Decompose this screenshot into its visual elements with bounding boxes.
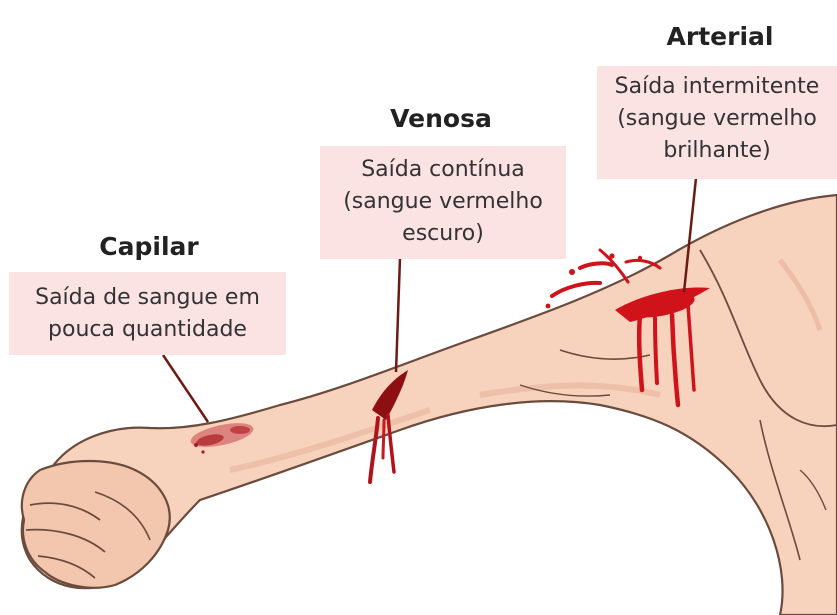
capilar-line-2: pouca quantidade: [9, 314, 286, 346]
arterial-title: Arterial: [660, 22, 780, 51]
capilar-description: Saída de sangue em pouca quantidade: [9, 272, 286, 355]
capilar-line-1: Saída de sangue em: [9, 282, 286, 314]
venosa-line-3: escuro): [320, 218, 566, 250]
venosa-title: Venosa: [386, 104, 496, 133]
capilar-leader-line: [163, 355, 208, 422]
arterial-line-3: brilhante): [597, 135, 837, 167]
venosa-description: Saída contínua (sangue vermelho escuro): [320, 146, 566, 259]
arterial-description: Saída intermitente (sangue vermelho bril…: [597, 66, 837, 179]
venosa-line-2: (sangue vermelho: [320, 186, 566, 218]
arterial-line-1: Saída intermitente: [597, 71, 837, 103]
arterial-line-2: (sangue vermelho: [597, 103, 837, 135]
fist-shape: [22, 461, 170, 588]
venosa-leader-line: [396, 258, 400, 372]
venosa-line-1: Saída contínua: [320, 154, 566, 186]
capilar-title: Capilar: [94, 232, 204, 261]
